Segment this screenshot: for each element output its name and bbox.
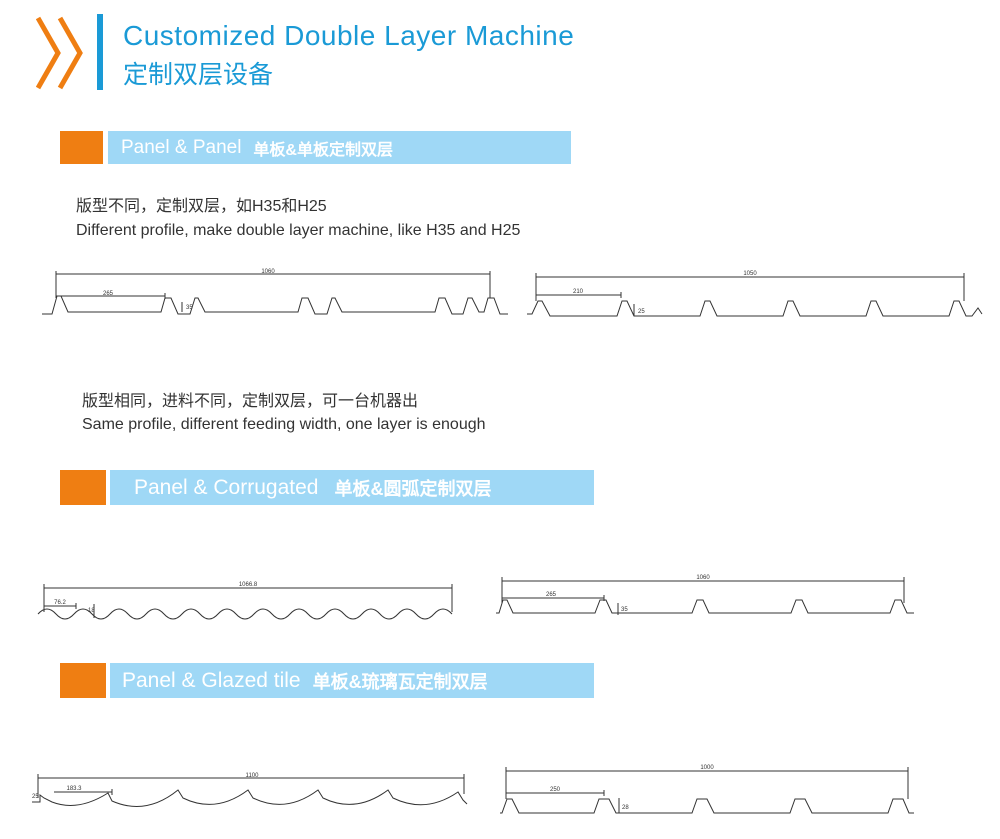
dimension-total-width: 1100 bbox=[246, 773, 260, 779]
dimension-height: 35 bbox=[186, 305, 193, 311]
dimension-pitch: 265 bbox=[546, 592, 557, 598]
dimension-total-width: 1060 bbox=[261, 269, 275, 275]
profile-drawing-h28: 1000 250 28 bbox=[500, 765, 914, 814]
section-title-zh: 单板&琉璃瓦定制双层 bbox=[312, 671, 488, 692]
section-title-zh: 单板&圆弧定制双层 bbox=[334, 478, 492, 499]
section-marker bbox=[60, 131, 103, 164]
dimension-pitch: 210 bbox=[573, 289, 584, 295]
section-title-en: Panel & Panel bbox=[121, 136, 242, 158]
section-title-en: Panel & Glazed tile bbox=[122, 668, 301, 692]
page-title: Customized Double Layer Machine bbox=[123, 20, 575, 51]
double-chevron-right-icon bbox=[36, 16, 83, 90]
profile-drawing-h25: 1050 210 25 bbox=[527, 271, 983, 317]
description-zh-2: 版型相同，进料不同，定制双层，可一台机器出 bbox=[82, 393, 419, 410]
section-heading-panel-glazed-tile: Panel & Glazed tile 单板&琉璃瓦定制双层 bbox=[110, 663, 594, 698]
section-title-zh: 单板&单板定制双层 bbox=[253, 141, 393, 159]
dimension-total-width: 1000 bbox=[700, 765, 714, 771]
profile-drawing-corrugated: 1066.8 76.2 18 bbox=[37, 582, 453, 620]
dimension-height: 25 bbox=[638, 309, 645, 315]
profile-drawing-glazed-tile: 1100 183.3 25 bbox=[32, 773, 468, 807]
section-title-en: Panel & Corrugated bbox=[134, 475, 319, 499]
dimension-total-width: 1066.8 bbox=[239, 582, 258, 588]
dimension-height: 18 bbox=[88, 608, 95, 614]
title-accent-bar bbox=[97, 14, 103, 90]
dimension-height: 28 bbox=[622, 805, 629, 811]
section-heading-panel-panel: Panel & Panel 单板&单板定制双层 bbox=[108, 131, 571, 164]
description-en-2: Same profile, different feeding width, o… bbox=[82, 416, 486, 433]
dimension-total-width: 1050 bbox=[743, 271, 757, 277]
profile-drawing-h35: 1060 265 35 bbox=[42, 269, 508, 315]
section-heading-panel-corrugated: Panel & Corrugated 单板&圆弧定制双层 bbox=[110, 470, 594, 505]
profile-drawing-h35-b: 1060 265 35 bbox=[496, 575, 914, 615]
dimension-pitch: 183.3 bbox=[66, 786, 82, 792]
section-marker bbox=[60, 663, 106, 698]
description-en: Different profile, make double layer mac… bbox=[76, 222, 521, 239]
dimension-height: 35 bbox=[621, 607, 628, 613]
dimension-pitch: 76.2 bbox=[54, 600, 66, 606]
dimension-total-width: 1060 bbox=[696, 575, 710, 581]
dimension-pitch: 265 bbox=[103, 291, 114, 297]
section-marker bbox=[60, 470, 106, 505]
description-zh: 版型不同，定制双层，如H35和H25 bbox=[76, 198, 327, 215]
dimension-pitch: 250 bbox=[550, 787, 561, 793]
page-subtitle-zh: 定制双层设备 bbox=[123, 61, 274, 89]
dimension-height: 25 bbox=[32, 794, 39, 800]
